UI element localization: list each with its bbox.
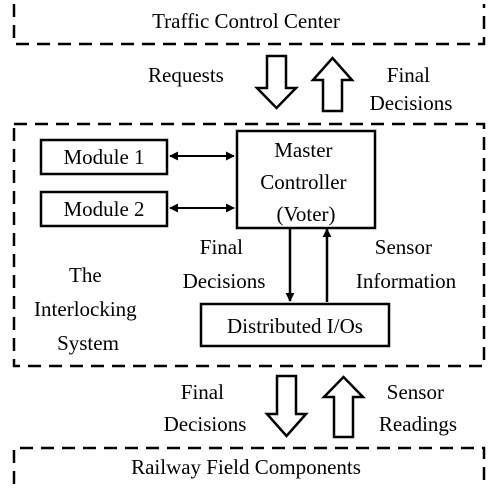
sensor-readings-line: Readings <box>379 412 457 436</box>
master-label-line: Controller <box>260 170 346 194</box>
module-1-box: Module 1 <box>39 138 169 176</box>
interlocking-label-line: The <box>69 263 102 287</box>
inner-final-decisions-label: Final Decisions <box>183 235 266 293</box>
interlocking-label-line: Interlocking <box>34 297 137 321</box>
sensor-information-line: Sensor <box>375 235 432 259</box>
inner-final-decisions-line: Decisions <box>183 269 266 293</box>
master-label-line: Master <box>274 138 332 162</box>
master-controller-label: Master Controller (Voter) <box>260 138 352 226</box>
interlocking-system-label: The Interlocking System <box>34 263 142 355</box>
railway-field-components-box: Railway Field Components <box>12 446 486 484</box>
sensor-information-line: Information <box>356 269 457 293</box>
sensor-readings-label: Sensor Readings <box>379 380 457 436</box>
top-final-decisions-label: Final Decisions <box>370 63 453 115</box>
inner-final-decisions-line: Final <box>200 235 243 259</box>
top-final-decisions-line: Final <box>387 63 430 87</box>
top-final-decisions-line: Decisions <box>370 91 453 115</box>
sensor-information-label: Sensor Information <box>356 235 457 293</box>
railway-field-components-label: Railway Field Components <box>131 455 361 479</box>
requests-label: Requests <box>148 63 224 87</box>
sensor-readings-hollow-arrow <box>321 375 366 439</box>
module-1-label: Module 1 <box>63 145 144 169</box>
sensor-readings-line: Sensor <box>387 380 444 404</box>
requests-hollow-arrow <box>254 54 299 110</box>
master-label-line: (Voter) <box>276 202 335 226</box>
bottom-final-decisions-line: Decisions <box>164 412 247 436</box>
traffic-control-center-box: Traffic Control Center <box>12 4 486 46</box>
module-2-box: Module 2 <box>39 190 169 228</box>
bottom-final-decisions-line: Final <box>181 380 224 404</box>
bottom-final-decisions-hollow-arrow <box>264 374 309 438</box>
bottom-final-decisions-label: Final Decisions <box>164 380 247 436</box>
distributed-io-label: Distributed I/Os <box>227 314 363 338</box>
module-2-label: Module 2 <box>63 197 144 221</box>
interlocking-label-line: System <box>57 331 119 355</box>
final-decisions-up-hollow-arrow <box>310 56 355 113</box>
master-controller-box: Master Controller (Voter) <box>235 129 377 230</box>
interlocking-system-box <box>12 122 486 368</box>
traffic-control-center-label: Traffic Control Center <box>152 9 340 33</box>
distributed-io-box: Distributed I/Os <box>199 302 391 348</box>
